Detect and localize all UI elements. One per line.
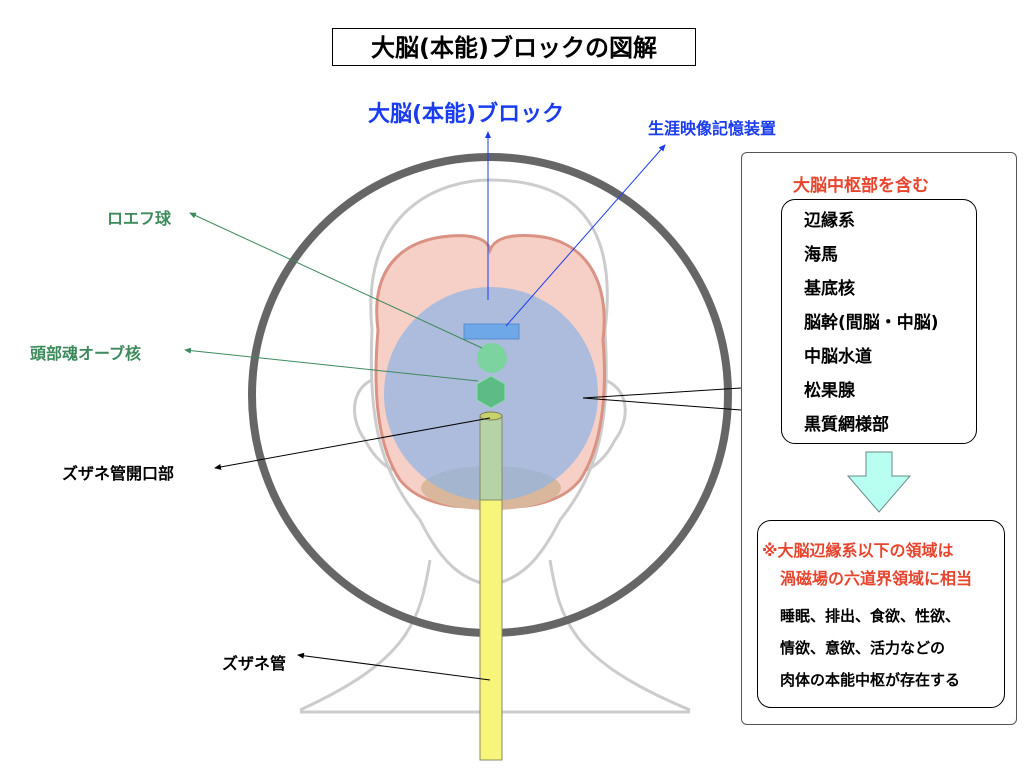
list-item: 辺縁系 — [804, 211, 855, 231]
note-box: ※大脳辺縁系以下の領域は 渦磁場の六道界領域に相当 睡眠、排出、食欲、性欲、 情… — [757, 520, 1005, 708]
label-head-orb-nucleus: 頭部魂オーブ核 — [30, 344, 142, 363]
info-panel: 大脳中枢部を含む — [741, 152, 1017, 725]
body-line: 肉体の本能中枢が存在する — [780, 671, 961, 689]
list-item: 脳幹(間脳・中脳) — [804, 313, 939, 333]
list-item: 松果腺 — [804, 381, 855, 401]
panel-heading: 大脳中枢部を含む — [793, 176, 929, 196]
pointer-opening — [214, 417, 491, 470]
pointer-panel-2 — [582, 397, 742, 411]
body-line: 情欲、意欲、活力などの — [780, 639, 946, 657]
pointer-orb — [184, 347, 479, 382]
pointer-memory — [505, 144, 666, 327]
region-list: 辺縁系 海馬 基底核 脳幹(間脳・中脳) 中脳水道 松果腺 黒質網様部 — [781, 199, 977, 444]
label-cerebrum-block: 大脳(本能)ブロック — [368, 102, 565, 127]
list-item: 海馬 — [804, 245, 838, 265]
list-item: 黒質網様部 — [804, 415, 889, 435]
body-line: 睡眠、排出、食欲、性欲、 — [780, 607, 961, 625]
page-title: 大脳(本能)ブロックの図解 — [332, 28, 696, 66]
pointer-panel — [582, 387, 742, 399]
label-zuzane-opening: ズザネ管開口部 — [62, 464, 175, 483]
memory-device — [463, 323, 520, 340]
note-line-2: 渦磁場の六道界領域に相当 — [780, 569, 973, 588]
label-lifetime-memory: 生涯映像記憶装置 — [648, 119, 777, 138]
zuzane-opening — [479, 411, 503, 421]
pointer-roef — [189, 212, 483, 349]
list-item: 基底核 — [804, 279, 855, 299]
pointer-tube — [297, 652, 491, 681]
orb-nucleus — [476, 375, 506, 409]
label-zuzane-tube: ズザネ管 — [222, 654, 287, 673]
label-roef-sphere: ロエフ球 — [107, 209, 172, 228]
list-item: 中脳水道 — [804, 347, 872, 367]
note-line-1: ※大脳辺縁系以下の領域は — [762, 541, 954, 560]
down-arrow-icon — [846, 451, 912, 513]
zuzane-tube-overlap — [479, 415, 503, 501]
roef-sphere — [477, 343, 507, 373]
